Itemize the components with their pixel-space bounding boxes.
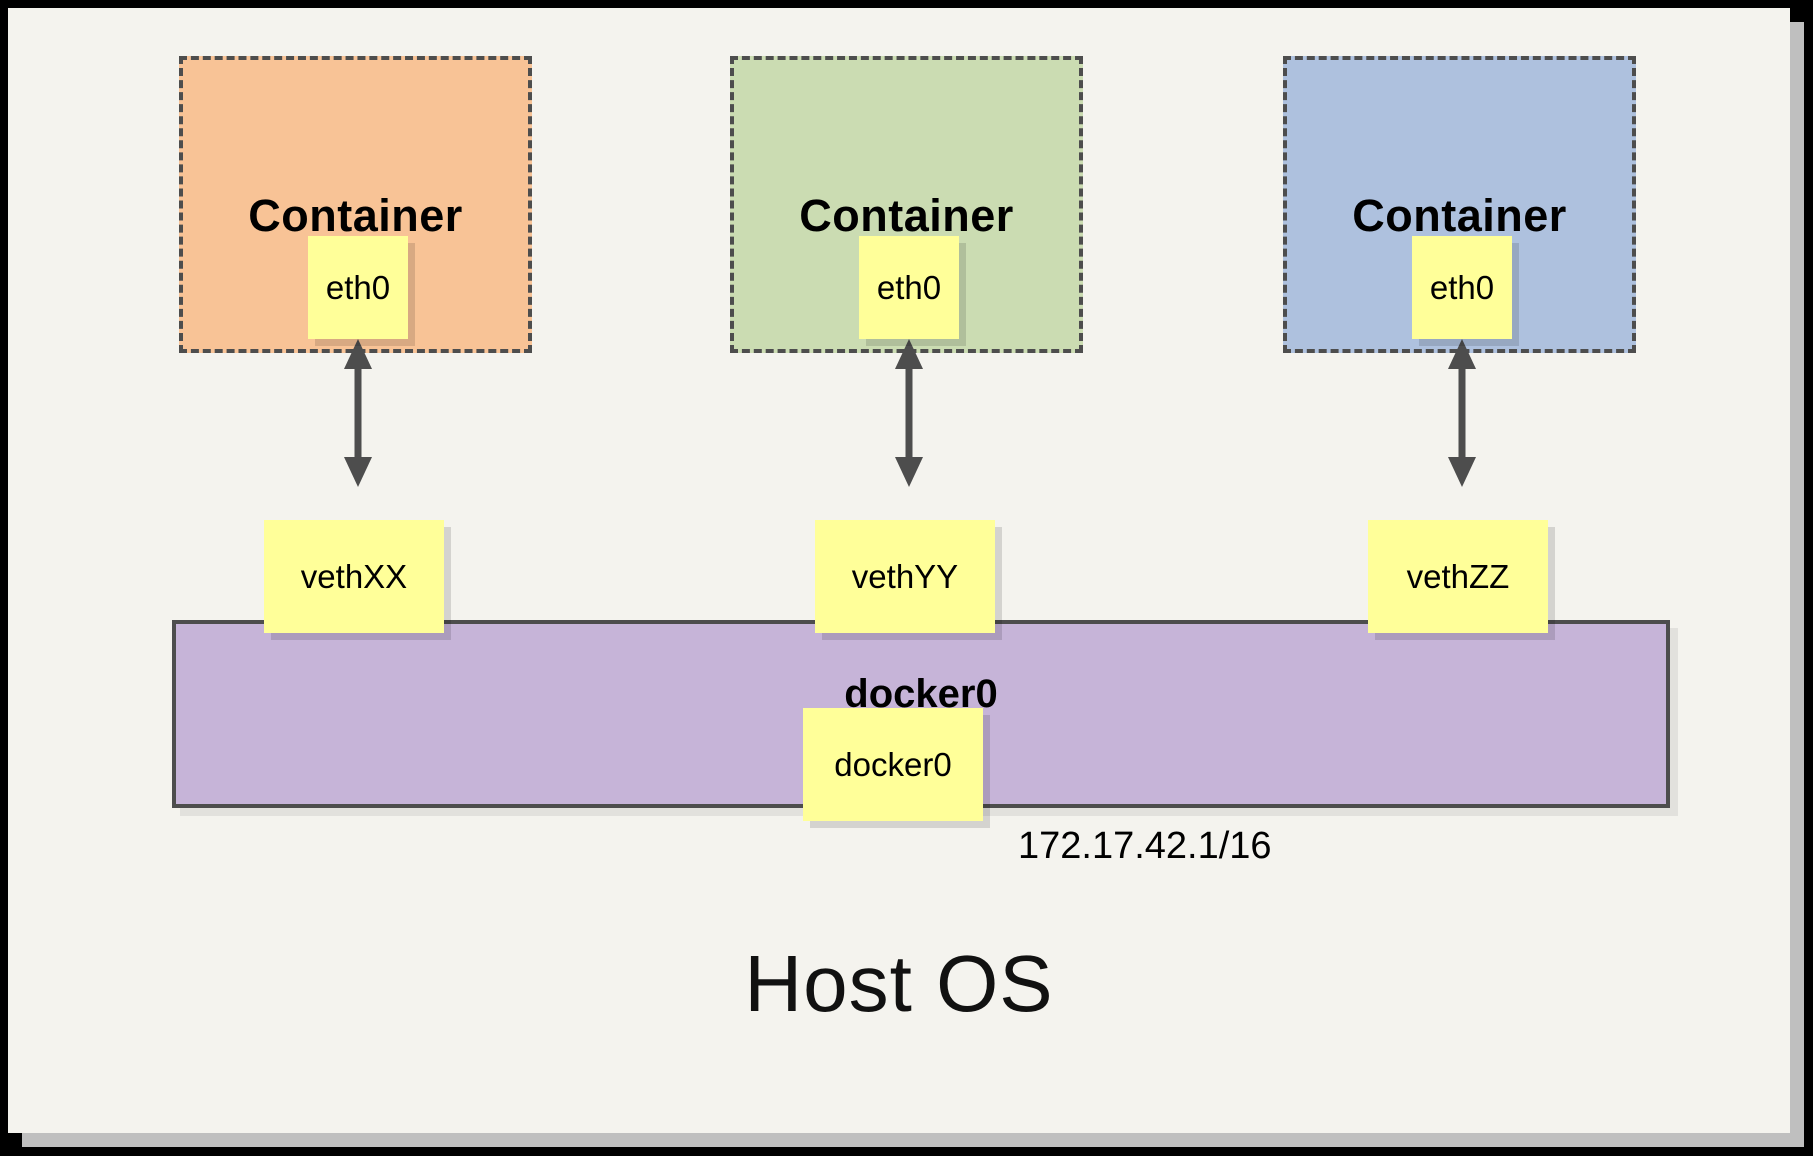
- container-title-3: Container: [1352, 190, 1567, 241]
- docker0-interface-note: docker0: [803, 708, 983, 821]
- container-eth0-label-2: eth0: [876, 268, 942, 306]
- diagram-canvas: Container eth0 vethXX Container eth0 v: [8, 8, 1790, 1133]
- veth-note-1: vethXX: [264, 520, 444, 633]
- link-arrow-3: [1448, 339, 1476, 487]
- docker0-interface-label: docker0: [834, 745, 952, 783]
- veth-label-1: vethXX: [300, 557, 408, 595]
- container-eth0-note-3: eth0: [1412, 236, 1512, 339]
- veth-label-3: vethZZ: [1406, 557, 1510, 595]
- container-title-1: Container: [248, 190, 463, 241]
- veth-note-3: vethZZ: [1368, 520, 1548, 633]
- container-eth0-note-1: eth0: [308, 236, 408, 339]
- container-eth0-label-3: eth0: [1429, 268, 1495, 306]
- link-arrow-1: [344, 339, 372, 487]
- container-title-2: Container: [799, 190, 1014, 241]
- host-os-label: Host OS: [744, 939, 1054, 1028]
- veth-label-2: vethYY: [851, 557, 959, 595]
- docker0-ip-label: 172.17.42.1/16: [1018, 825, 1272, 867]
- container-eth0-note-2: eth0: [859, 236, 959, 339]
- container-eth0-label-1: eth0: [325, 268, 391, 306]
- veth-note-2: vethYY: [815, 520, 995, 633]
- link-arrow-2: [895, 339, 923, 487]
